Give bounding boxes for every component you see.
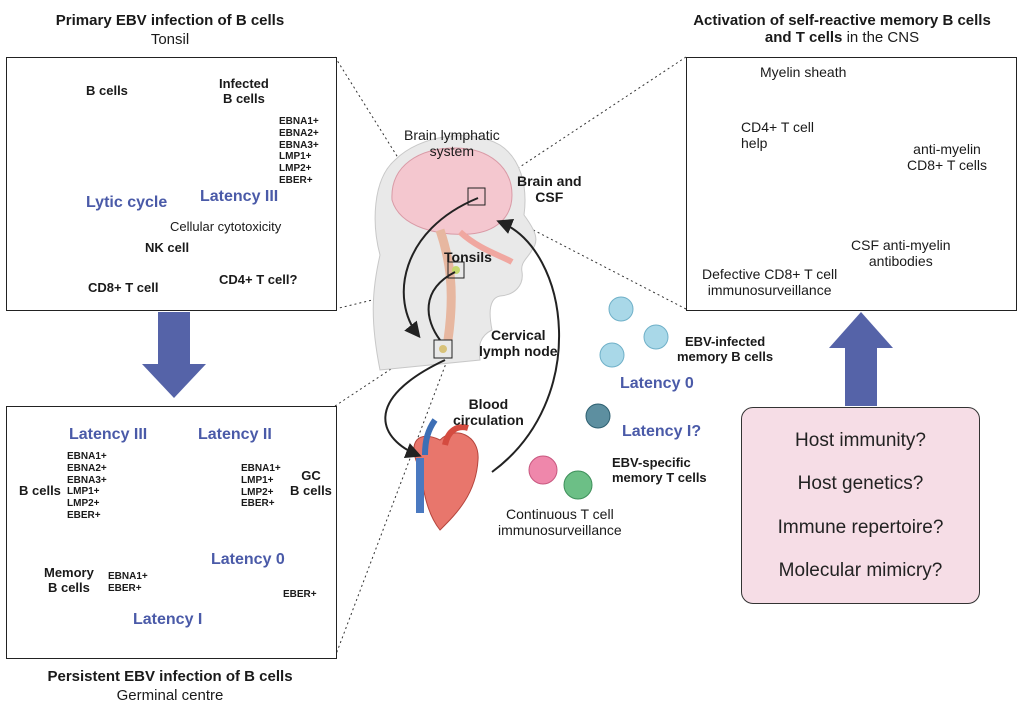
p2-b-cells-label: B cells xyxy=(19,483,61,498)
head-silhouette-icon xyxy=(372,135,537,371)
up-arrow-icon xyxy=(829,312,893,406)
latency3-label: Latency III xyxy=(200,188,279,205)
cns-panel xyxy=(686,57,1017,311)
p2-markers1: EBNA1+EBER+ xyxy=(108,571,148,594)
persistent-title: Persistent EBV infection of B cells xyxy=(47,668,293,685)
cd4-label: CD4+ T cell? xyxy=(219,272,298,287)
center-latency0-label: Latency 0 xyxy=(620,375,694,392)
primary-subtitle: Tonsil xyxy=(150,31,190,48)
question-molecular-mimicry: Molecular mimicry? xyxy=(778,560,943,581)
myelin-label: Myelin sheath xyxy=(760,64,847,80)
primary-markers: EBNA1+EBNA2+EBNA3+ LMP1+LMP2+EBER+ xyxy=(279,116,319,186)
cns-title: Activation of self-reactive memory B cel… xyxy=(693,12,991,47)
circulation-arrows xyxy=(384,197,561,473)
p2-latency1-label: Latency I xyxy=(133,611,203,628)
down-arrow-icon xyxy=(142,312,206,398)
question-host-genetics: Host genetics? xyxy=(797,473,924,494)
lytic-cycle-label: Lytic cycle xyxy=(86,194,168,211)
primary-infection-panel xyxy=(6,57,337,311)
question-host-immunity: Host immunity? xyxy=(795,430,926,451)
heart-icon xyxy=(413,418,479,531)
p2-latency3-label: Latency III xyxy=(69,426,148,443)
risk-factors-box: Host immunity? Host genetics? Immune rep… xyxy=(741,407,980,604)
question-immune-repertoire: Immune repertoire? xyxy=(777,517,944,538)
cellular-cytotoxicity-label: Cellular cytotoxicity xyxy=(170,219,282,234)
persistent-subtitle: Germinal centre xyxy=(116,687,224,704)
b-cells-label: B cells xyxy=(86,83,128,98)
tonsils-label: Tonsils xyxy=(444,249,492,265)
p2-latency2-label: Latency II xyxy=(198,426,272,443)
cd8-label: CD8+ T cell xyxy=(88,280,159,295)
nk-cell-label: NK cell xyxy=(145,240,190,255)
center-latency1-label: Latency I? xyxy=(622,423,702,440)
primary-title: Primary EBV infection of B cells xyxy=(55,12,285,29)
p2-markers0: EBER+ xyxy=(283,589,317,600)
p2-markers3: EBNA1+EBNA2+EBNA3+ LMP1+LMP2+EBER+ xyxy=(67,451,107,521)
memory-t-cells-icon xyxy=(528,455,593,500)
persistent-infection-panel xyxy=(6,406,337,659)
p2-markers2: EBNA1+LMP1+ LMP2+EBER+ xyxy=(241,463,281,510)
memory-b-cells-icon xyxy=(585,296,669,429)
p2-latency0-label: Latency 0 xyxy=(211,551,285,568)
